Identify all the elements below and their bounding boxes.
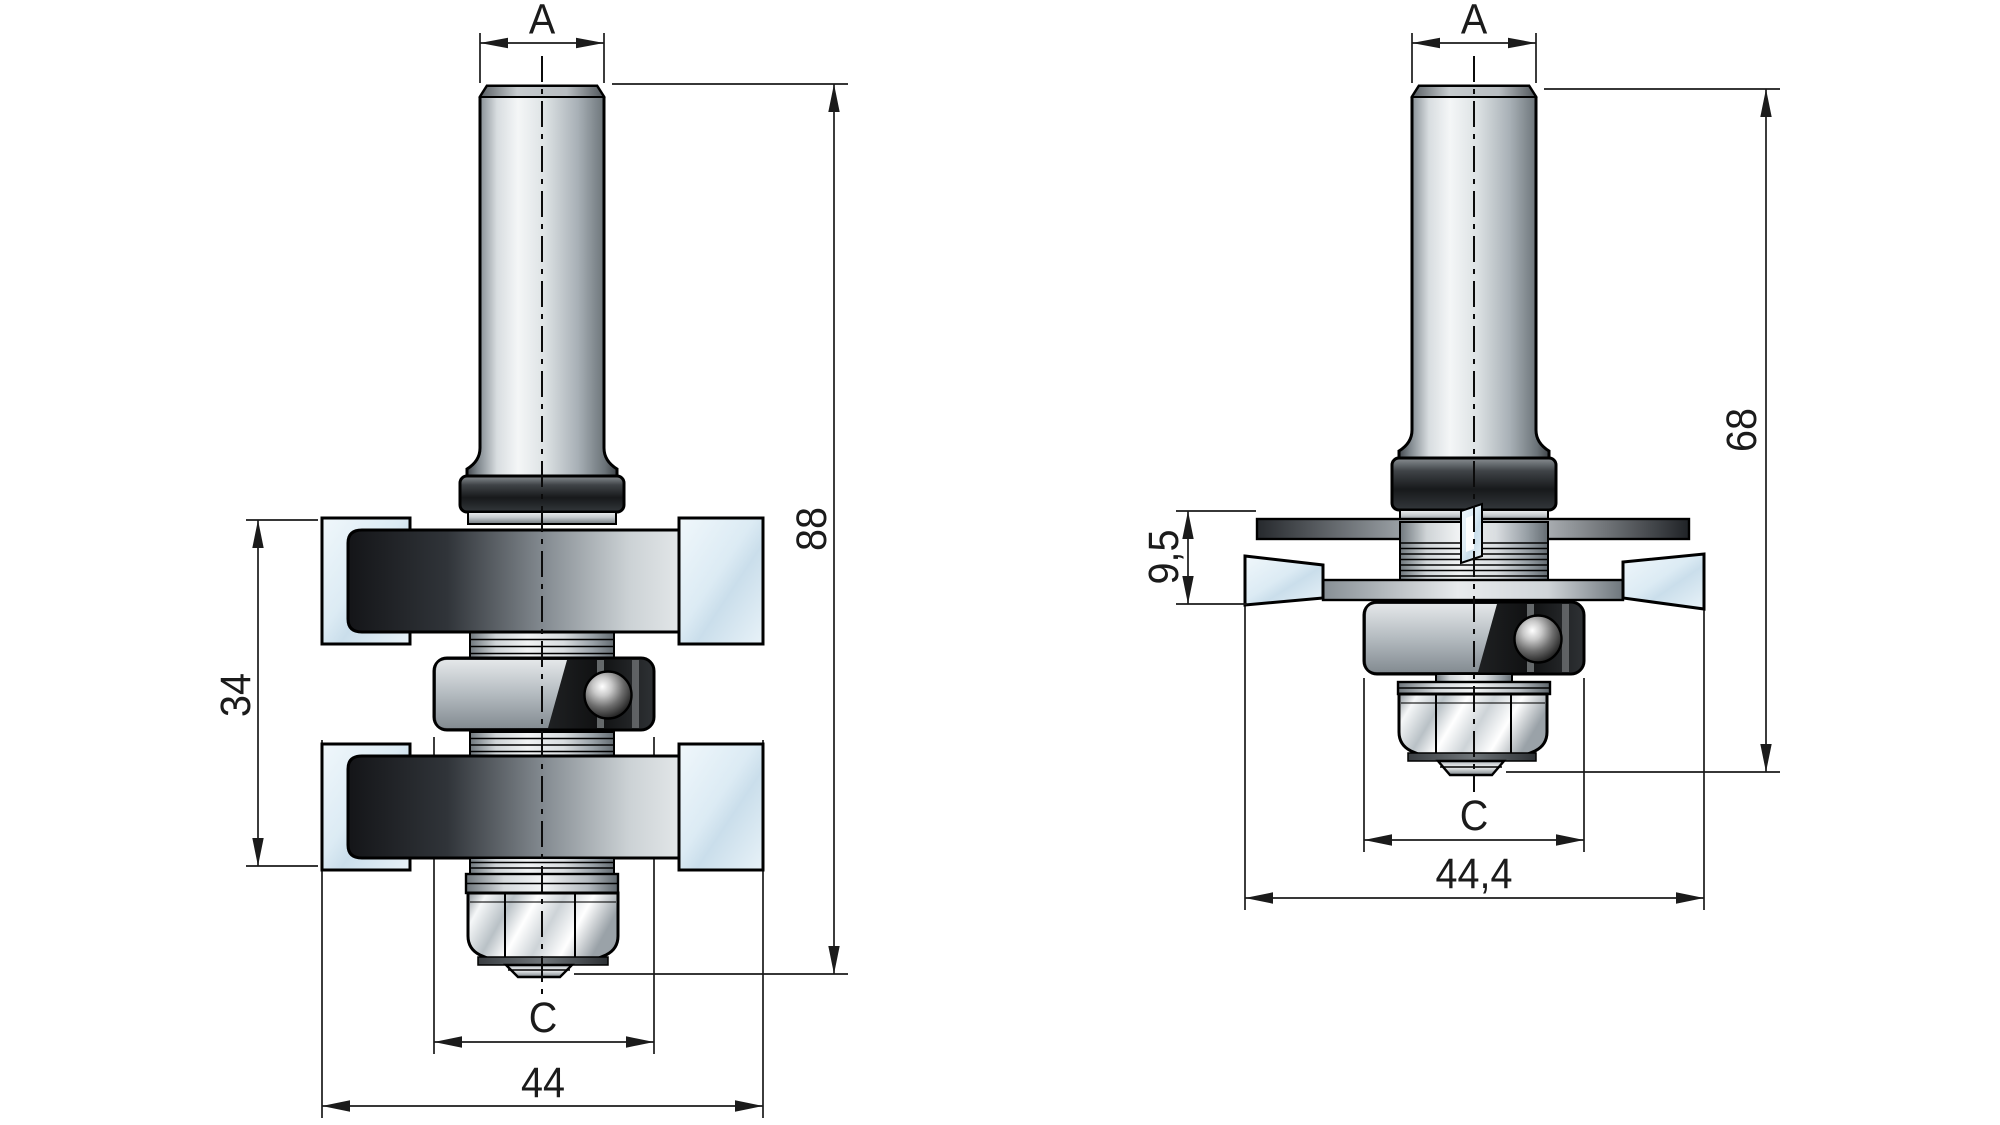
dimension-bearing-diameter: C <box>434 993 654 1048</box>
dimension-overall-length: 88 <box>574 83 848 975</box>
right-drawing: A 68 9,5 C 44,4 <box>1139 0 1780 910</box>
cutter-bottom <box>320 742 765 872</box>
bearing-ball <box>583 670 633 720</box>
dim-label-overall-length: 68 <box>1717 408 1765 452</box>
arbor-tip <box>1435 759 1507 777</box>
dimension-cutting-height: 34 <box>211 519 318 867</box>
bearing-inner-race <box>1366 604 1497 672</box>
dim-label-cutting-diameter: 44 <box>521 1058 565 1106</box>
dim-label-bearing-diameter: C <box>1460 791 1489 839</box>
dimension-shank-diameter: A <box>1411 0 1537 83</box>
dimension-cutting-diameter: 44 <box>322 1058 763 1112</box>
carbide-tip-right <box>677 516 765 646</box>
dim-label-shank-diameter: A <box>529 0 556 43</box>
dimension-cutting-diameter: 44,4 <box>1245 849 1704 904</box>
bearing-inner-race <box>436 660 567 728</box>
arbor-tip <box>503 963 575 979</box>
dimension-cutting-height: 9,5 <box>1139 510 1256 605</box>
dim-label-overall-length: 88 <box>787 507 835 551</box>
right-extension-lines-under <box>1244 558 1705 910</box>
scoring-tooth <box>1460 502 1483 565</box>
cutter-top <box>320 516 765 646</box>
cutter-body <box>346 754 681 860</box>
dim-label-cutting-height: 9,5 <box>1139 530 1187 585</box>
carbide-wedge-left <box>1243 554 1325 607</box>
bearing-ball <box>1513 614 1563 664</box>
dim-label-bearing-diameter: C <box>529 993 558 1041</box>
cutter-body <box>346 528 681 634</box>
left-drawing: A 88 34 C 44 <box>211 0 848 1118</box>
guide-bearing <box>1362 600 1586 676</box>
dimension-shank-diameter: A <box>479 0 605 83</box>
dim-label-cutting-height: 34 <box>211 673 259 717</box>
dim-label-shank-diameter: A <box>1461 0 1488 43</box>
guide-bearing <box>432 656 656 732</box>
carbide-tip-right <box>677 742 765 872</box>
dim-label-cutting-diameter: 44,4 <box>1436 849 1513 897</box>
dimension-overall-length: 68 <box>1506 88 1780 773</box>
dimension-bearing-diameter: C <box>1364 791 1584 846</box>
carbide-wedge-right <box>1621 552 1706 611</box>
